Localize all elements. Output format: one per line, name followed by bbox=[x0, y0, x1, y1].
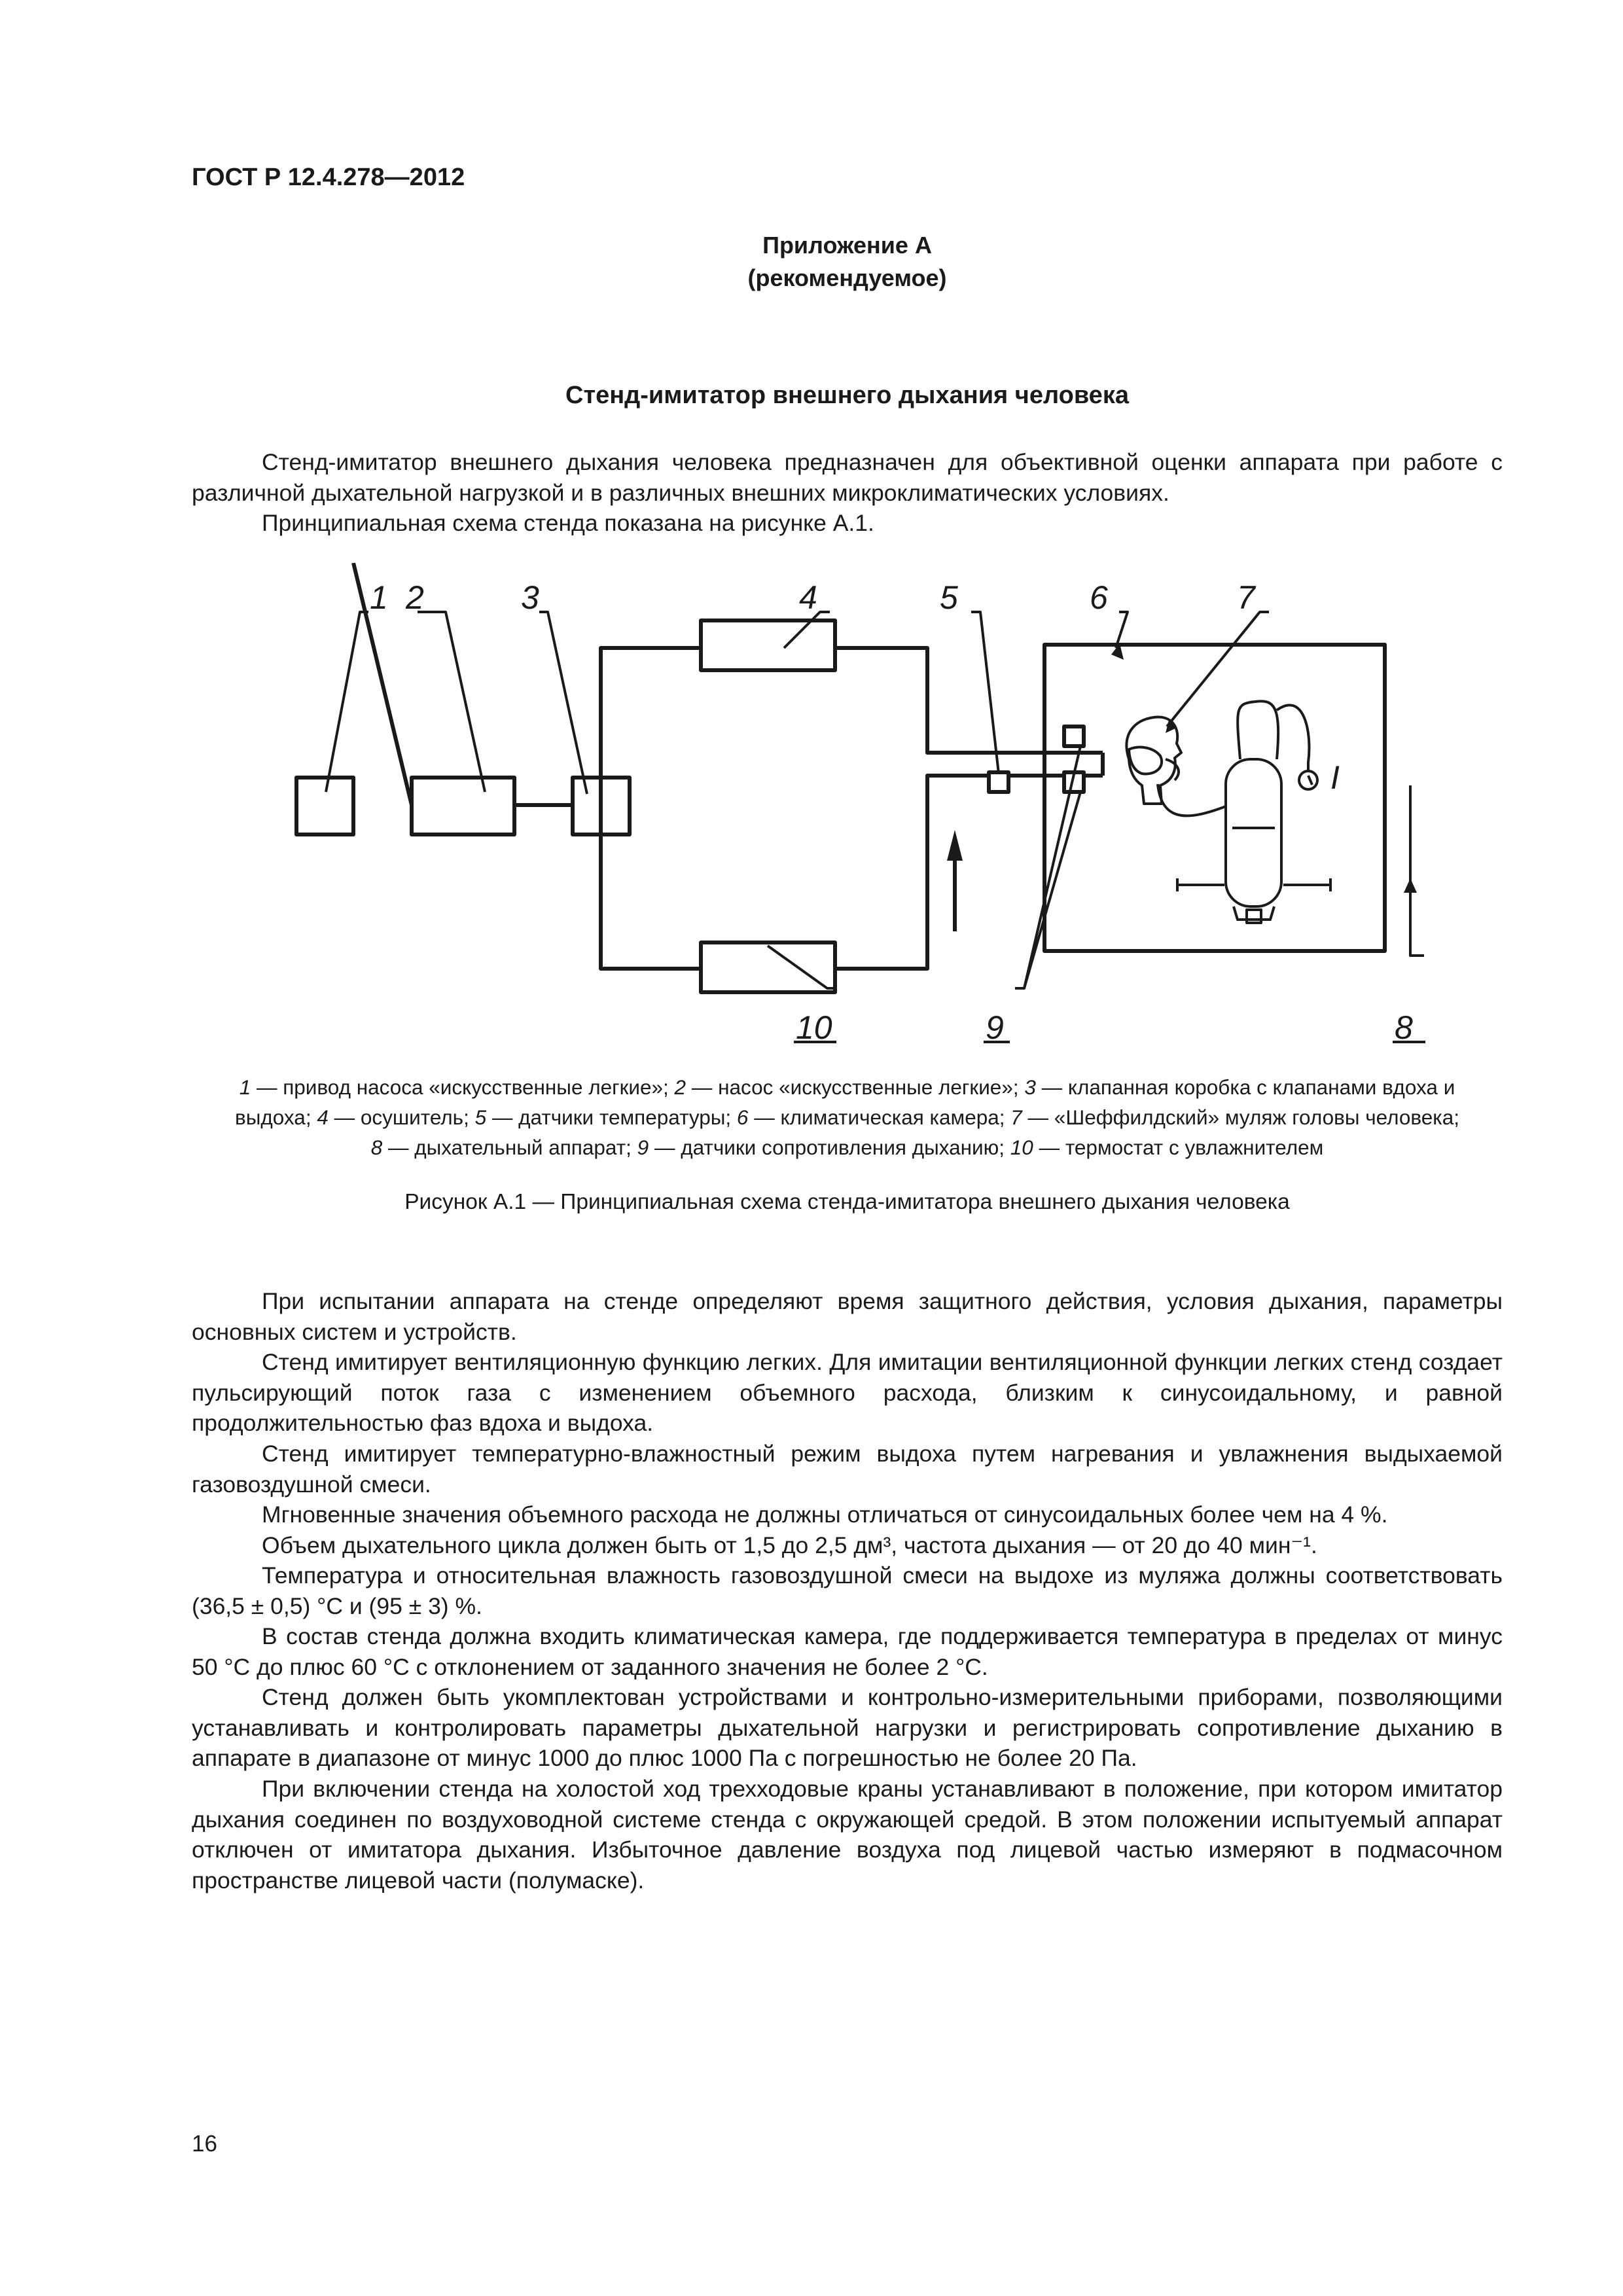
section-title: Стенд-имитатор внешнего дыхания человека bbox=[565, 382, 1129, 409]
pump-box bbox=[410, 776, 516, 836]
figure-label-7: 7 bbox=[1237, 579, 1257, 616]
body-paragraph-5: Объем дыхательного цикла должен быть от … bbox=[262, 1532, 1317, 1558]
figure-caption: Рисунок А.1 — Принципиальная схема стенд… bbox=[404, 1190, 1290, 1214]
leader-lines bbox=[325, 611, 1424, 990]
legend-text: — привод насоса «искусственные легкие»; bbox=[251, 1075, 675, 1099]
legend-text: — клапанная коробка с клапанами вдоха и bbox=[1035, 1075, 1455, 1099]
climatic-chamber bbox=[1043, 643, 1387, 953]
figure-label-4: 4 bbox=[799, 579, 817, 616]
legend-num: 9 bbox=[637, 1136, 649, 1159]
legend-text: — дыхательный аппарат; bbox=[382, 1136, 637, 1159]
legend-num: 6 bbox=[736, 1105, 749, 1129]
legend-text: — «Шеффилдский» муляж головы человека; bbox=[1022, 1105, 1460, 1129]
arrow-head-7 bbox=[1166, 720, 1177, 733]
legend-text: — климатическая камера; bbox=[748, 1105, 1011, 1129]
legend-line-2: выдоха; 4 — осушитель; 5 — датчики темпе… bbox=[192, 1102, 1503, 1132]
pipe-1-2 bbox=[351, 563, 414, 806]
pump-drive-box bbox=[294, 776, 355, 836]
breathing-apparatus bbox=[1156, 700, 1332, 924]
legend-line-3: 8 — дыхательный аппарат; 9 — датчики соп… bbox=[192, 1132, 1503, 1162]
appendix-title: Приложение А bbox=[762, 232, 932, 259]
figure-label-5: 5 bbox=[940, 579, 958, 616]
appendix-heading: Приложение А (рекомендуемое) bbox=[192, 229, 1503, 295]
document-header: ГОСТ Р 12.4.278—2012 bbox=[192, 164, 465, 191]
body-paragraph-2: Стенд имитирует вентиляционную функцию л… bbox=[192, 1349, 1503, 1436]
legend-num: 2 bbox=[674, 1075, 687, 1099]
appendix-status: (рекомендуемое) bbox=[747, 264, 947, 291]
body-paragraph-6: Температура и относительная влажность га… bbox=[192, 1562, 1503, 1619]
figure-label-6: 6 bbox=[1090, 579, 1108, 616]
page-number: 16 bbox=[192, 2131, 217, 2157]
legend-num: 5 bbox=[474, 1105, 487, 1129]
figure-label-9: 9 bbox=[986, 1009, 1004, 1046]
legend-num: 3 bbox=[1024, 1075, 1036, 1099]
legend-text: — осушитель; bbox=[328, 1105, 475, 1129]
body-paragraph-3: Стенд имитирует температурно-влажностный… bbox=[192, 1441, 1503, 1498]
schematic-diagram: I 1 2 3 4 5 6 7 8 9 10 bbox=[294, 563, 1425, 1046]
flow-arrow-head bbox=[947, 830, 963, 861]
legend-num: 7 bbox=[1010, 1105, 1022, 1129]
gauge-mark: I bbox=[1330, 759, 1340, 796]
thermostat-box bbox=[699, 941, 837, 994]
legend-line-1: 1 — привод насоса «искусственные легкие»… bbox=[192, 1072, 1503, 1102]
intro-paragraph-1: Стенд-имитатор внешнего дыхания человека… bbox=[192, 449, 1503, 506]
figure-label-1: 1 bbox=[370, 579, 388, 616]
body-paragraph-1: При испытании аппарата на стенде определ… bbox=[192, 1288, 1503, 1345]
body-paragraph-7: В состав стенда должна входить климатиче… bbox=[192, 1623, 1503, 1680]
figure-legend: 1 — привод насоса «искусственные легкие»… bbox=[192, 1072, 1503, 1162]
temperature-sensor bbox=[987, 770, 1010, 794]
legend-text: — датчики сопротивления дыханию; bbox=[649, 1136, 1010, 1159]
legend-num: 4 bbox=[317, 1105, 329, 1129]
intro-paragraph-2: Принципиальная схема стенда показана на … bbox=[262, 510, 874, 536]
head-mannequin bbox=[1125, 715, 1183, 805]
valve-box bbox=[571, 776, 632, 836]
legend-text: — датчики температуры; bbox=[486, 1105, 737, 1129]
figure-label-10: 10 bbox=[796, 1009, 832, 1046]
legend-num: 1 bbox=[239, 1075, 251, 1099]
arrow-head-6 bbox=[1111, 643, 1124, 660]
legend-text: — термостат с увлажнителем bbox=[1033, 1136, 1324, 1159]
resistance-sensor-top bbox=[1062, 725, 1086, 748]
body-paragraph-4: Мгновенные значения объемного расхода не… bbox=[262, 1501, 1388, 1528]
arrow-head-8 bbox=[1404, 878, 1417, 893]
figure-label-2: 2 bbox=[405, 579, 424, 616]
body-paragraph-8: Стенд должен быть укомплектован устройст… bbox=[192, 1684, 1503, 1771]
pipe-network bbox=[599, 646, 1105, 971]
figure-label-3: 3 bbox=[521, 579, 539, 616]
legend-text: выдоха; bbox=[234, 1105, 317, 1129]
body-paragraph-9: При включении стенда на холостой ход тре… bbox=[192, 1776, 1503, 1893]
figure-label-8: 8 bbox=[1395, 1009, 1413, 1046]
dryer-box bbox=[699, 619, 837, 672]
legend-num: 10 bbox=[1010, 1136, 1033, 1159]
legend-num: 8 bbox=[370, 1136, 383, 1159]
legend-text: — насос «искусственные легкие»; bbox=[686, 1075, 1025, 1099]
